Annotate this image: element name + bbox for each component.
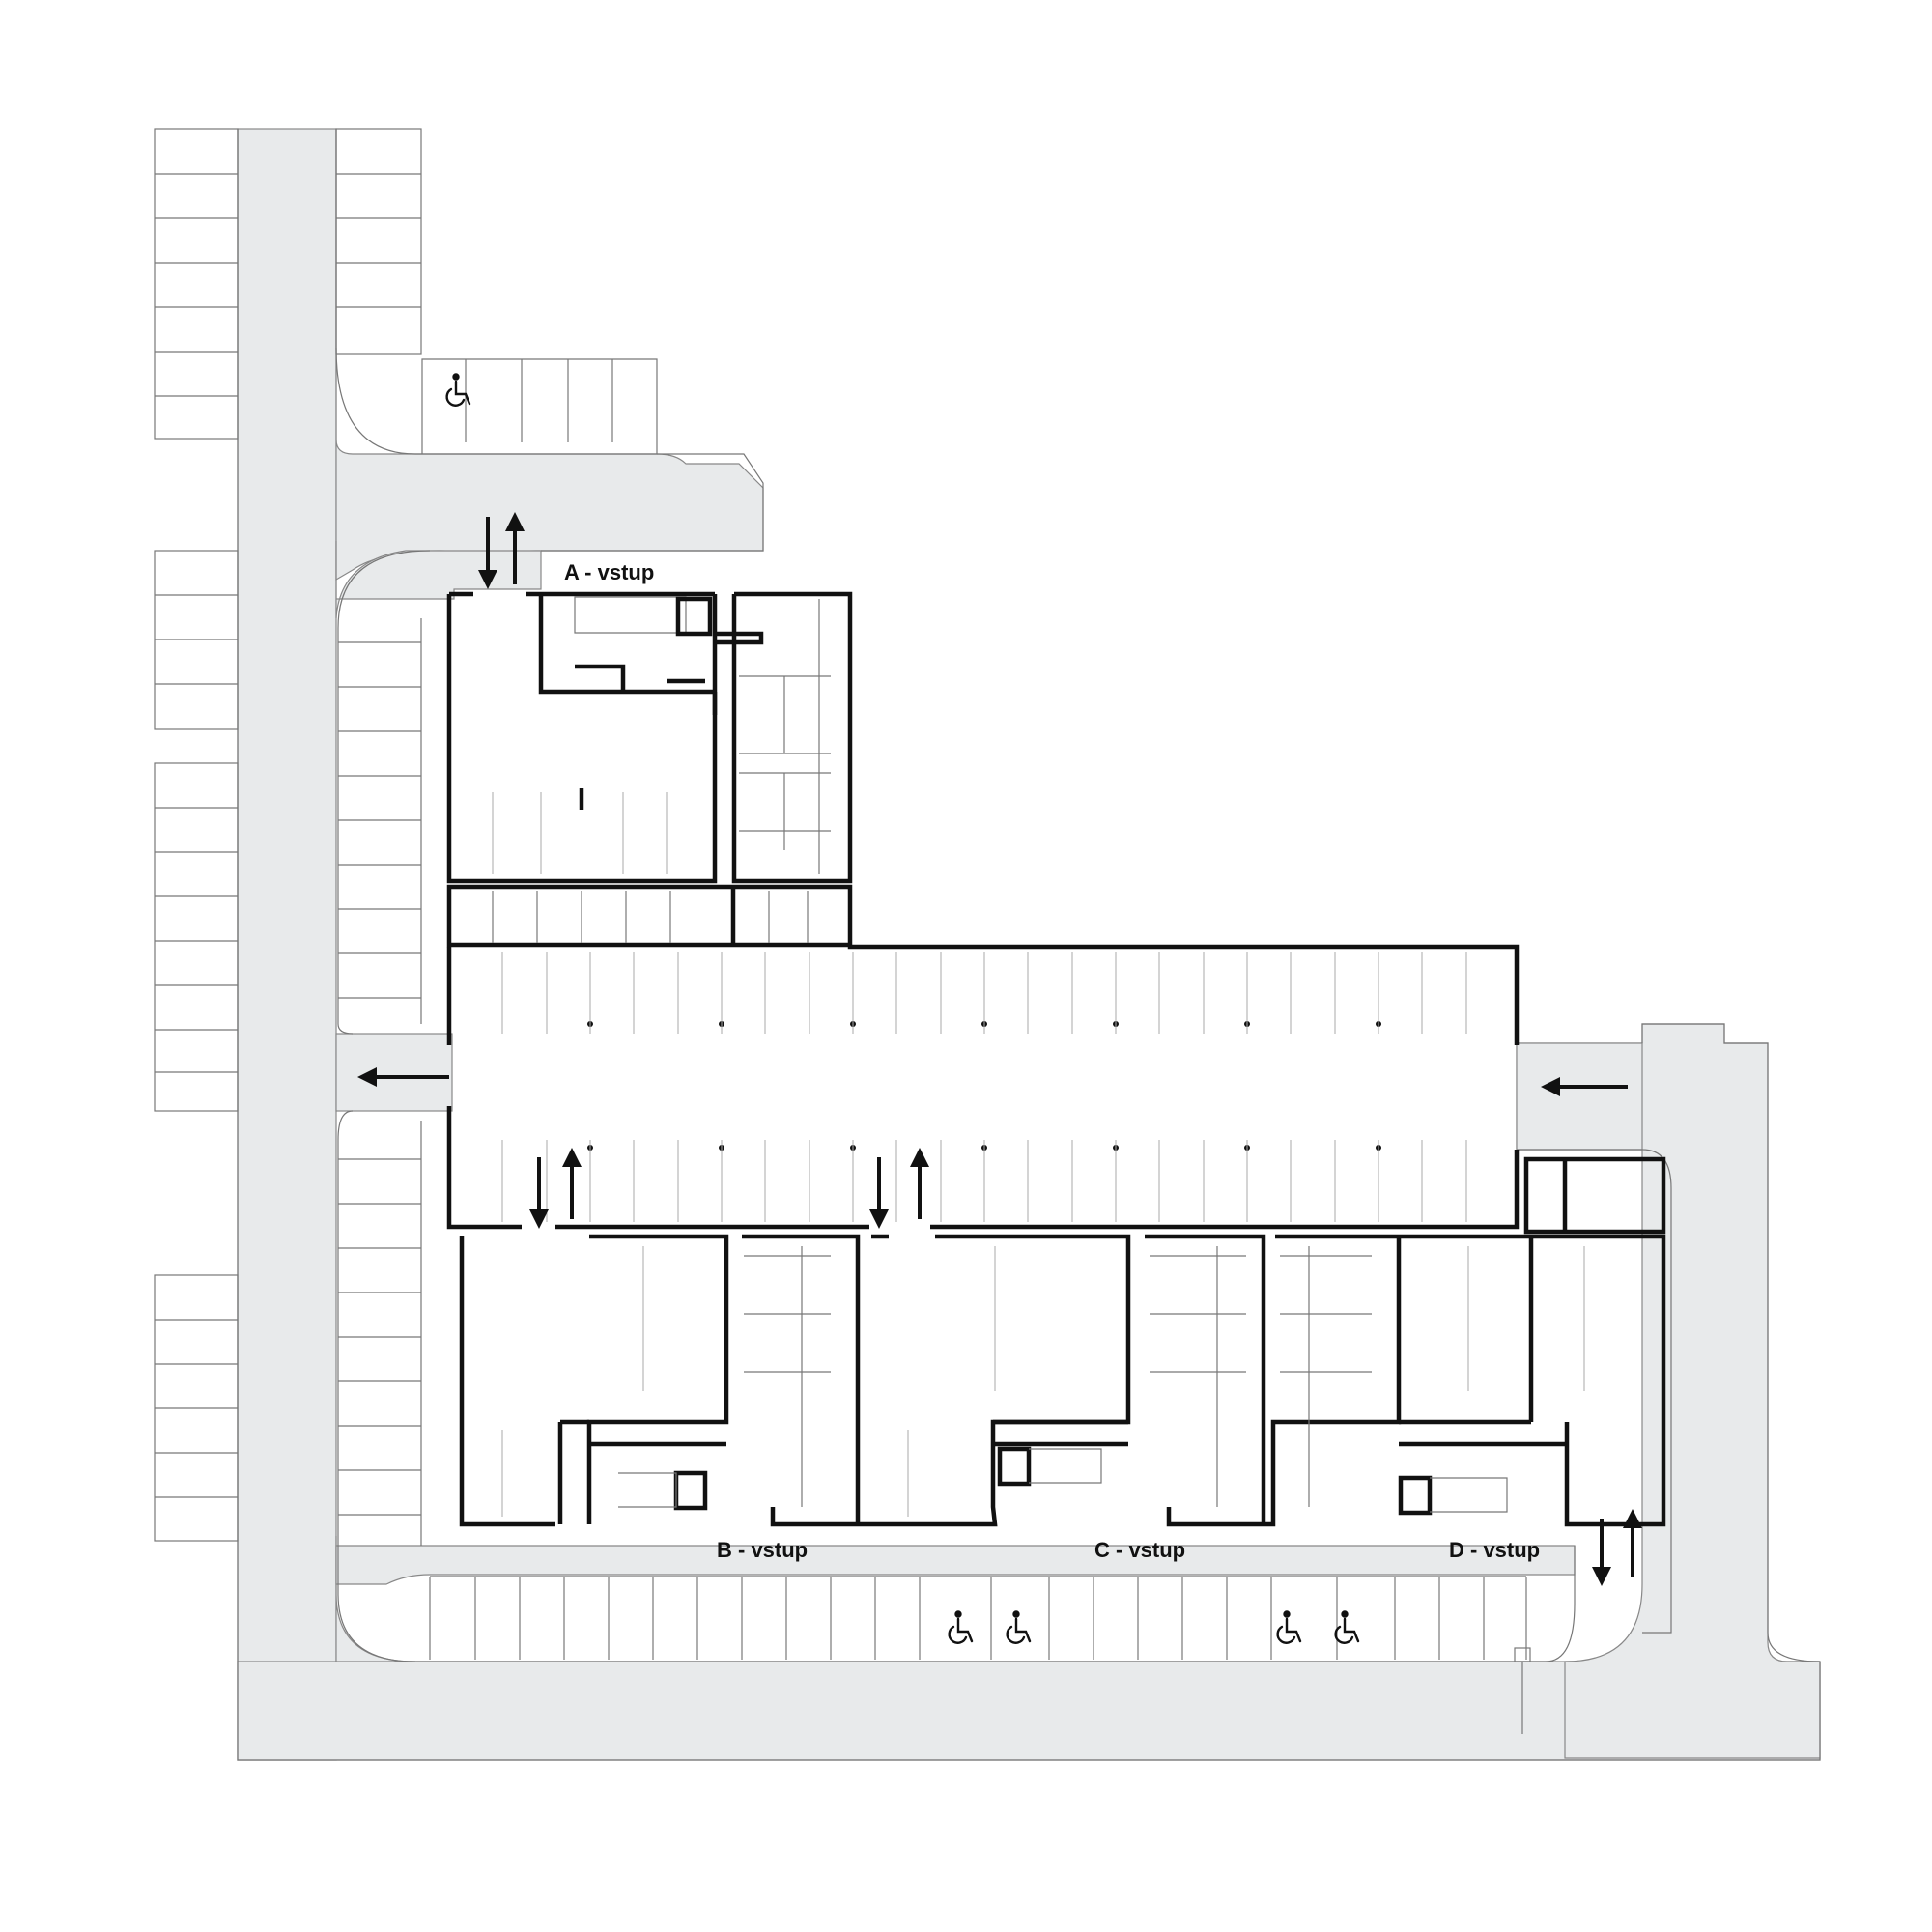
wheelchair-icon (445, 373, 471, 407)
road-south-strip (335, 1545, 1576, 1585)
garage-structure (446, 591, 1666, 1527)
entrance-label-d: D - vstup (1449, 1538, 1540, 1562)
road-east (1516, 1023, 1821, 1759)
stalls-branch-a (465, 359, 613, 442)
wheelchair-icon (1276, 1610, 1302, 1644)
main-hall-walls (446, 944, 1520, 1230)
wheelchair-icon (1334, 1610, 1360, 1644)
road-south (237, 1661, 1821, 1761)
driveways (237, 128, 1821, 1761)
entrance-label-a: A - vstup (564, 560, 654, 584)
stalls-west-inner-low (338, 1121, 422, 1546)
road-entry-east (1516, 1042, 1643, 1151)
accessible-parking-icons (445, 373, 1360, 1644)
block-a-walls (446, 591, 853, 884)
stalls-south-row (429, 1576, 1527, 1660)
road-west-vertical (237, 128, 337, 1761)
lower-blocks-walls (459, 1234, 1666, 1527)
wheelchair-icon (1006, 1610, 1032, 1644)
entrance-label-c: C - vstup (1094, 1538, 1185, 1562)
stalls-west-outer (154, 128, 239, 1542)
road-exit-west (335, 1033, 453, 1112)
stalls-west-inner-top (335, 128, 422, 355)
parking-stalls (154, 128, 1527, 1660)
wheelchair-icon (948, 1610, 974, 1644)
road-branch-a (335, 348, 764, 582)
stalls-west-inner-mid (338, 618, 422, 1024)
traffic-arrows (357, 512, 1642, 1586)
columns-top (587, 1021, 1381, 1151)
entrance-label-b: B - vstup (717, 1538, 808, 1562)
sign-post (1514, 1647, 1531, 1734)
